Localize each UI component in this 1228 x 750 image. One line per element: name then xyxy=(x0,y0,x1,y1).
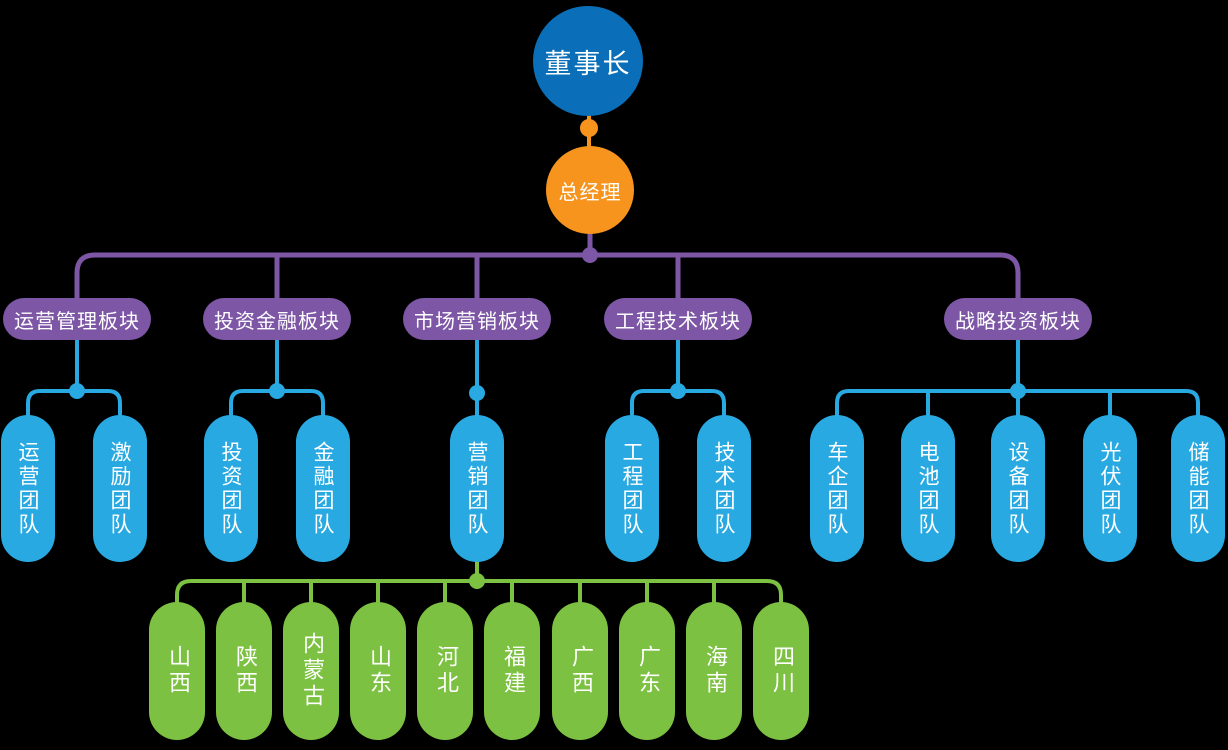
team-pill-engineering: 工程团队 xyxy=(605,415,659,562)
group4-junction-dot xyxy=(670,383,686,399)
region-pill-fujian: 福建 xyxy=(484,602,540,740)
division-pill-investment-finance: 投资金融板块 xyxy=(203,298,351,340)
team-pill-investment: 投资团队 xyxy=(204,415,258,562)
division-pill-operations: 运营管理板块 xyxy=(3,298,151,340)
team-pill-incentive: 激励团队 xyxy=(93,415,147,562)
chairman-gm-junction-dot xyxy=(580,119,598,137)
region-pill-hainan: 海南 xyxy=(686,602,742,740)
team-pill-energy-storage: 储能团队 xyxy=(1171,415,1225,562)
team-pill-equipment: 设备团队 xyxy=(991,415,1045,562)
group2-junction-dot xyxy=(269,383,285,399)
division-pill-strategic-investment: 战略投资板块 xyxy=(944,298,1092,340)
region-pill-hebei: 河北 xyxy=(417,602,473,740)
group5-junction-dot xyxy=(1010,383,1026,399)
region-pill-guangdong: 广东 xyxy=(619,602,675,740)
team-pill-battery: 电池团队 xyxy=(901,415,955,562)
region-pill-shanxi: 山西 xyxy=(149,602,205,740)
regions-junction-dot xyxy=(469,573,485,589)
division-trunk-link xyxy=(74,252,1021,300)
group1-junction-dot xyxy=(69,383,85,399)
division-pill-engineering: 工程技术板块 xyxy=(604,298,752,340)
gm-junction-dot xyxy=(582,247,598,263)
team-pill-finance: 金融团队 xyxy=(296,415,350,562)
region-pill-shaanxi: 陕西 xyxy=(216,602,272,740)
region-pill-sichuan: 四川 xyxy=(753,602,809,740)
team-pill-operations: 运营团队 xyxy=(1,415,55,562)
region-pill-shandong: 山东 xyxy=(350,602,406,740)
team-pill-photovoltaic: 光伏团队 xyxy=(1083,415,1137,562)
team-pill-technology: 技术团队 xyxy=(697,415,751,562)
division-pill-marketing: 市场营销板块 xyxy=(403,298,551,340)
general-manager-node: 总经理 xyxy=(546,146,634,234)
region-pill-guangxi: 广西 xyxy=(552,602,608,740)
team-pill-auto: 车企团队 xyxy=(810,415,864,562)
region-pill-neimenggu: 内蒙古 xyxy=(283,602,339,740)
group3-junction-dot xyxy=(469,385,485,401)
chairman-node: 董事长 xyxy=(533,6,643,116)
team-pill-marketing: 营销团队 xyxy=(450,415,504,562)
